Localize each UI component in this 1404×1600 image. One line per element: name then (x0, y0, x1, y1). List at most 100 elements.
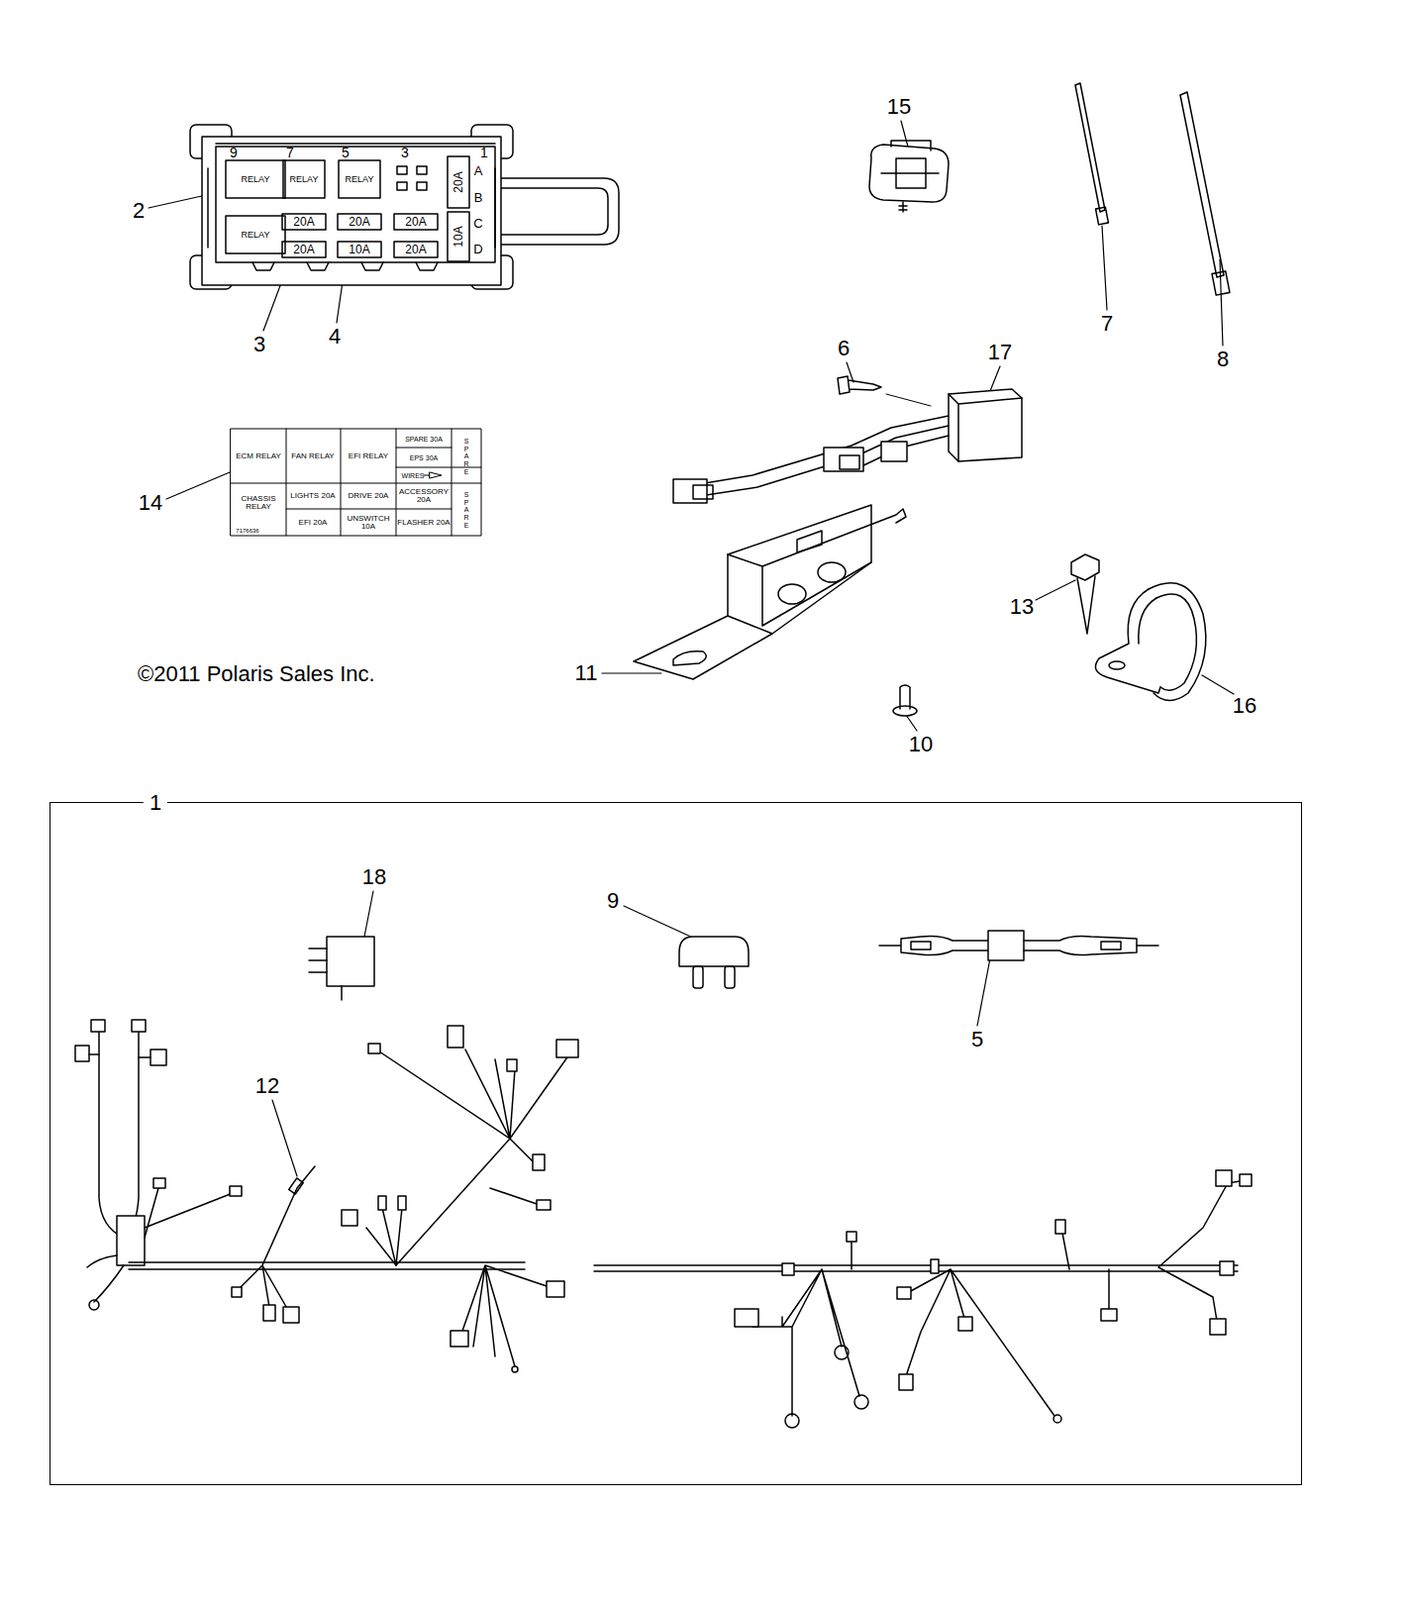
callout-number: 2 (132, 200, 145, 222)
drawing-part (364, 891, 374, 937)
decal-cell-text: SPARE (463, 437, 471, 476)
drawing-part (450, 1330, 469, 1347)
callout-number: 18 (362, 866, 387, 889)
callout-number: 11 (575, 662, 599, 685)
fuse-box-marking: 5 (341, 145, 350, 160)
connector-17 (673, 376, 1022, 503)
drawing-part (341, 1209, 358, 1226)
drawing-part (252, 262, 438, 271)
fuse-label-decal (230, 428, 482, 536)
drawing-part (881, 140, 939, 189)
connector-15 (869, 140, 949, 212)
fuse-box-marking: 3 (401, 145, 409, 160)
decal-cell-text: SPARE 30A (397, 435, 451, 443)
decal-cell-text: EPS 30A (399, 454, 449, 462)
drawing-part (75, 1045, 90, 1062)
callout-number: 7 (1101, 312, 1113, 335)
drawing-part (693, 415, 949, 498)
drawing-part (337, 213, 382, 230)
drawing-part (506, 1059, 517, 1072)
copyright-note: ©2011 Polaris Sales Inc. (137, 663, 376, 686)
drawing-part (752, 1269, 860, 1416)
drawing-part (206, 168, 209, 248)
drawing-part (988, 930, 1024, 961)
drawing-part (839, 455, 860, 470)
drawing-part (899, 1374, 913, 1391)
drawing-part (500, 178, 619, 245)
fuse-box-marking: B (474, 191, 484, 204)
callout-number: 1 (143, 792, 168, 814)
drawing-part (673, 651, 706, 666)
callout-number: 15 (887, 96, 911, 118)
drawing-part (225, 160, 286, 199)
fuse-box-marking: 10A (348, 243, 370, 256)
drawing-part (416, 166, 427, 175)
callout-number: 12 (255, 1075, 280, 1098)
fuse-box-marking: RELAY (345, 175, 375, 185)
drawing-part (1148, 583, 1206, 702)
leader-lines (148, 120, 1234, 1177)
drawing-part (727, 504, 872, 634)
drawing-part (546, 1281, 565, 1298)
decal-cell-text: DRIVE 20A (343, 492, 394, 501)
drawing-part (846, 1231, 857, 1242)
drawing-part (601, 672, 662, 674)
drawing-part (494, 168, 497, 248)
fuse-box-marking: RELAY (241, 230, 271, 240)
drawing-part (594, 1265, 1238, 1272)
drawing-part (633, 615, 773, 680)
decal-cell-text: ECM RELAY (233, 452, 284, 461)
drawing-part (150, 1049, 167, 1066)
drawing-part (899, 201, 907, 212)
fuse-box (190, 124, 619, 290)
drawing-part (897, 1287, 911, 1300)
drawing-part (376, 1049, 570, 1266)
drawing-part (1180, 92, 1224, 278)
drawing-part (785, 1413, 800, 1428)
fuse-box-marking: 9 (229, 145, 238, 160)
drawing-part (89, 1054, 151, 1058)
drawing-part (153, 1178, 166, 1189)
drawing-part (99, 1029, 139, 1238)
drawing-part (215, 142, 496, 145)
drawing-part (727, 508, 906, 626)
drawing-part (1101, 1308, 1117, 1321)
drawing-part (286, 428, 288, 536)
drawing-part (623, 905, 696, 939)
drawing-part (1096, 206, 1109, 225)
drawing-part (1055, 1219, 1066, 1234)
drawing-part (396, 447, 452, 449)
drawing-part (817, 562, 846, 583)
drawing-part (460, 1265, 550, 1367)
fuse-box-marking: C (473, 216, 483, 230)
drawing-part (397, 182, 407, 191)
drawing-part (1215, 1170, 1232, 1187)
drawing-part (1239, 1174, 1252, 1187)
callout-number: 8 (1216, 348, 1229, 371)
fuse-box-marking: 20A (404, 215, 426, 228)
push-rivet-10 (893, 685, 917, 716)
callout-number: 14 (138, 492, 163, 514)
drawing-part (283, 160, 325, 199)
decal-cell-text: FLASHER 20A (397, 518, 451, 527)
drawing-part (394, 241, 438, 258)
fuse-box-marking: 20A (452, 171, 465, 193)
drawing-part (1095, 589, 1161, 694)
drawing-part (1108, 661, 1125, 670)
drawing-part (447, 156, 470, 208)
drawing-part (1101, 941, 1121, 950)
fuse-box-marking: A (474, 164, 484, 178)
drawing-part (263, 1304, 276, 1321)
drawing-part (901, 936, 991, 956)
fuse-holder-5 (879, 930, 1159, 961)
drawing-part (500, 188, 608, 235)
drawing-part (532, 1154, 545, 1171)
drawing-part (308, 948, 342, 1001)
drawing-part (338, 160, 381, 199)
drawing-part (230, 428, 482, 536)
drawing-part (511, 1366, 518, 1373)
drawing-part (337, 241, 382, 258)
decal-cell-text: EFI 20A (288, 518, 338, 527)
callout-number: 5 (971, 1028, 984, 1051)
drawing-part (398, 1196, 406, 1210)
